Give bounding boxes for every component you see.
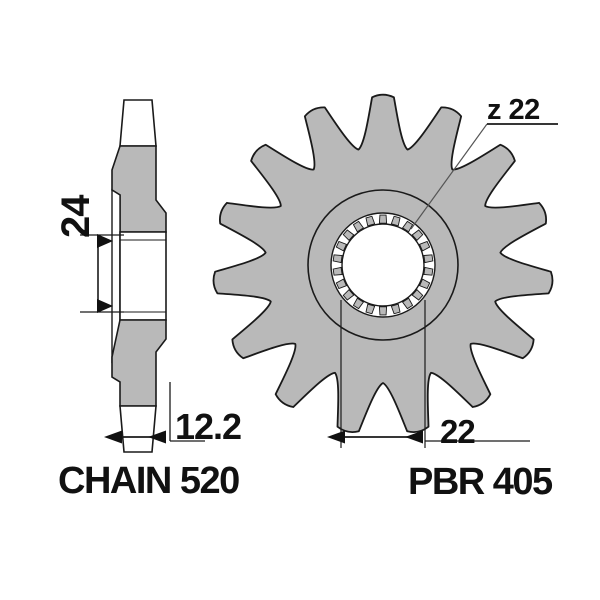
spline-tooth (411, 289, 424, 301)
spline-tooth (378, 306, 388, 316)
spline-tooth (423, 266, 434, 276)
spline-tooth (332, 266, 343, 276)
dimension-label-22: 22 (440, 413, 476, 450)
spline-tooth (390, 215, 401, 227)
front-view-group (212, 93, 554, 433)
spline-tooth (352, 297, 365, 310)
leader-line-z22-diagonal (410, 123, 488, 230)
spline-teeth-group (332, 214, 434, 316)
spline-tooth (335, 278, 348, 290)
dimension-thickness-24 (80, 234, 124, 313)
spline-tooth (411, 229, 424, 241)
side-view-bottom-tooth-tip (119, 405, 157, 453)
part-number-label: PBR 405 (408, 461, 553, 503)
spline-count-label: z 22 (487, 94, 540, 126)
spline-tooth (352, 220, 365, 233)
spline-tooth (390, 303, 401, 315)
dimension-label-12-2: 12.2 (175, 406, 242, 447)
spline-tooth (418, 240, 431, 252)
spline-tooth (401, 220, 414, 233)
spline-tooth (418, 278, 431, 290)
side-view-bore-band (119, 231, 167, 321)
chain-spec-label: CHAIN 520 (58, 460, 240, 502)
spline-tooth (342, 229, 355, 241)
dimension-label-24: 24 (54, 195, 98, 239)
spline-tooth (332, 254, 343, 264)
spline-tooth (335, 240, 348, 252)
side-view-group (111, 99, 167, 453)
dimension-tooth-width-12-2 (104, 382, 205, 444)
spline-tooth (423, 254, 434, 264)
dimension-bore-22 (327, 300, 530, 448)
spline-tooth (401, 297, 414, 310)
spline-tooth (365, 303, 376, 315)
spline-tooth (342, 289, 355, 301)
side-view-lower-body (111, 319, 167, 407)
side-view-top-tooth-tip (119, 99, 157, 147)
spline-inner-bore (341, 223, 425, 307)
leader-z22 (410, 123, 558, 230)
spline-tooth (365, 215, 376, 227)
spline-tooth (378, 214, 388, 224)
